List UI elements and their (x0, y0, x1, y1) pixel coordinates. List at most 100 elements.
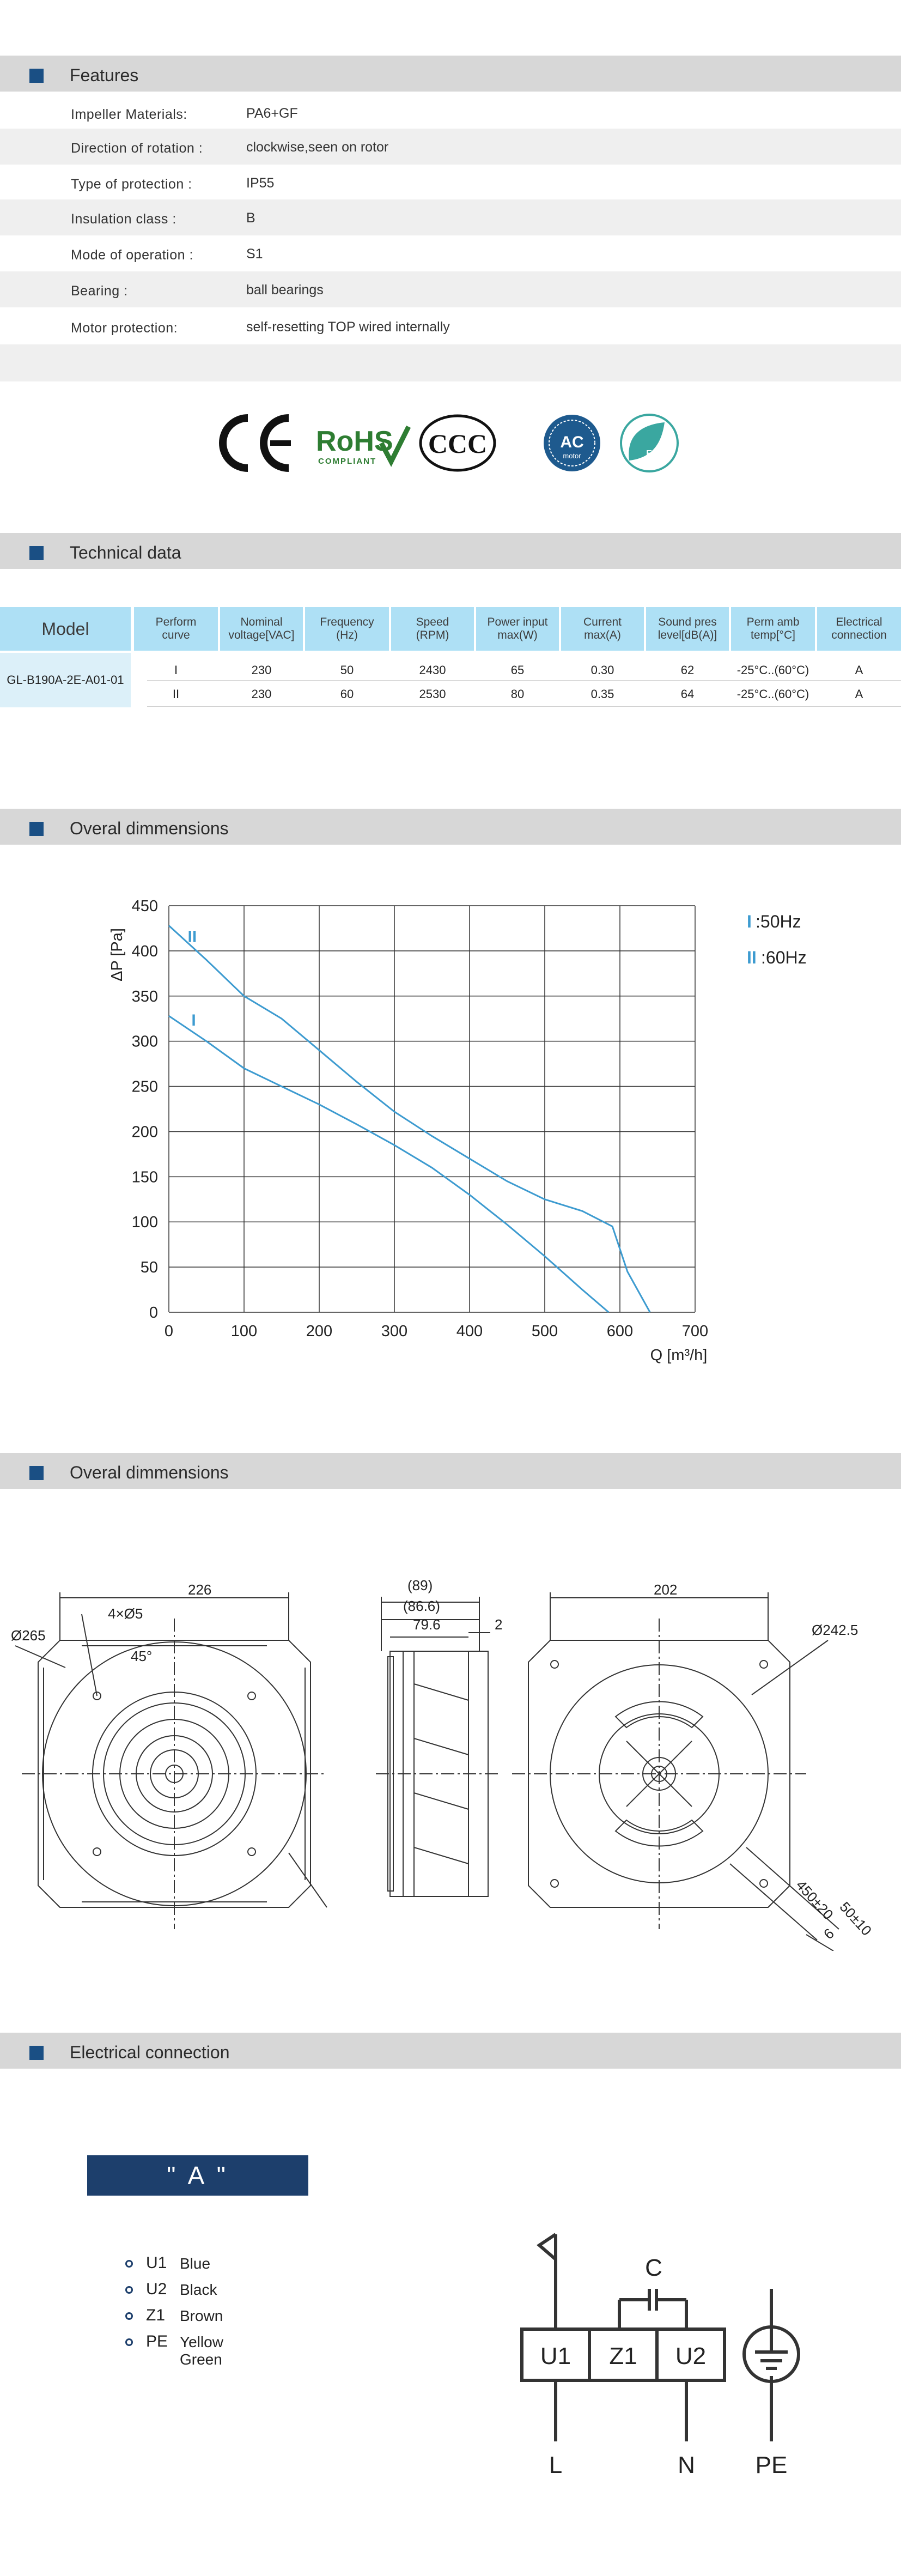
feature-label: Impeller Materials: (71, 107, 187, 122)
feature-row-empty (0, 344, 901, 381)
ccc-text: CCC (428, 428, 487, 459)
feature-label: Bearing : (71, 283, 128, 299)
capacitor-label: C (645, 2254, 662, 2281)
cell: II (172, 687, 180, 701)
connection-badge: " A " (87, 2155, 308, 2196)
wiring-diagram: C U1 Z1 U2 L N PE (520, 2233, 800, 2478)
feature-label: Insulation class : (71, 211, 176, 227)
electrical-title: Electrical connection (70, 2042, 230, 2062)
terminal-block (520, 2328, 726, 2382)
series-tag-2: II (188, 928, 197, 945)
cell: A (855, 687, 863, 701)
header-model: Model (0, 607, 131, 651)
x-tick-label: 300 (381, 1323, 407, 1340)
x-tick-label: 200 (306, 1323, 332, 1340)
dimensions-header: Overal dimmensions (0, 1453, 901, 1489)
x-axis-label: Q [m³/h] (650, 1347, 708, 1364)
front-view (15, 1592, 327, 1929)
section-marker-icon (29, 822, 44, 836)
row-divider (147, 680, 901, 681)
x-tick-label: 500 (532, 1323, 558, 1340)
y-tick-label: 50 (141, 1259, 158, 1276)
cell: 2530 (419, 687, 446, 701)
features-header: Features (0, 56, 901, 92)
dim-strip: 50±10 (837, 1899, 875, 1939)
row-divider (147, 706, 901, 707)
feature-row: Direction of rotation : clockwise,seen o… (0, 129, 901, 165)
x-tick-label: 600 (607, 1323, 633, 1340)
terminal-z1: Z1 (609, 2343, 637, 2369)
dim-diameter: Ø265 (11, 1627, 46, 1644)
y-tick-label: 150 (132, 1168, 158, 1186)
feature-row: Motor protection: self-resetting TOP wir… (0, 308, 901, 344)
wire-color: Brown (180, 2307, 223, 2324)
series-line-1 (168, 1015, 610, 1313)
cell: 0.30 (590, 663, 614, 677)
feature-value: clockwise,seen on rotor (246, 140, 389, 155)
terminal-u2: U2 (675, 2343, 706, 2369)
electrical-header: Electrical connection (0, 2033, 901, 2069)
ccc-icon: CCC (419, 414, 496, 472)
dim-angle: 45° (131, 1648, 152, 1664)
header-temp: Perm amb temp[°C] (731, 607, 815, 651)
certification-logos: RoHS COMPLIANT CCC AC motor ErP 2015 (219, 414, 679, 472)
cell: A (855, 663, 863, 677)
bullet-icon (125, 2260, 133, 2268)
series-line-2 (168, 925, 651, 1313)
cell: 0.35 (590, 687, 614, 701)
cell: 230 (251, 687, 272, 701)
feature-label: Direction of rotation : (71, 141, 203, 156)
series-tag-1: I (191, 1011, 196, 1029)
cell: 80 (510, 687, 525, 701)
performance-title: Overal dimmensions (70, 819, 229, 838)
feature-label: Type of protection : (71, 177, 192, 192)
performance-header: Overal dimmensions (0, 809, 901, 845)
y-tick-label: 100 (132, 1214, 158, 1231)
header-curve: Perform curve (134, 607, 218, 651)
dim-front-width: 226 (188, 1581, 211, 1598)
neutral-label: N (678, 2452, 695, 2478)
technical-title: Technical data (70, 543, 181, 562)
erp-icon: ErP 2015 (620, 414, 679, 472)
dimension-drawing: 226 4×Ø5 45° Ø265 (89) (86.6) 79.6 2 202… (11, 1577, 875, 1951)
x-tick-label: 100 (231, 1323, 257, 1340)
y-tick-label: 0 (149, 1304, 158, 1322)
cell: I (174, 663, 178, 677)
wire-code: U1 (146, 2254, 167, 2272)
pe-label: PE (756, 2452, 788, 2478)
dim-side-89: (89) (407, 1577, 433, 1593)
dim-rear-diameter: Ø242.5 (812, 1622, 858, 1638)
wire-code: U2 (146, 2280, 167, 2298)
dim-side-2: 2 (495, 1616, 502, 1633)
y-tick-label: 450 (132, 898, 158, 915)
rohs-text: RoHS (316, 426, 393, 457)
legend-symbol: II (747, 948, 757, 967)
dim-end: 6 (820, 1925, 837, 1942)
technical-table-header: Model Perform curve Nominal voltage[VAC]… (0, 607, 901, 651)
cell: 2430 (419, 663, 446, 677)
feature-value: self-resetting TOP wired internally (246, 319, 450, 335)
wire-color: Yellow Green (180, 2333, 223, 2368)
cell: 64 (680, 687, 695, 701)
cell: -25°C..(60°C) (736, 663, 809, 677)
technical-header: Technical data (0, 533, 901, 569)
rohs-sub-text: COMPLIANT (318, 457, 376, 466)
dim-cable: 450±20 (793, 1877, 837, 1923)
x-tick-label: 400 (456, 1323, 483, 1340)
header-power: Power input max(W) (476, 607, 559, 651)
wire-code: Z1 (146, 2306, 166, 2324)
section-marker-icon (29, 2046, 44, 2060)
y-axis-label: ΔP [Pa] (108, 928, 126, 981)
cell: 60 (340, 687, 354, 701)
rear-view (512, 1592, 839, 1951)
ac-motor-icon: AC motor (544, 415, 600, 471)
dimensions-title: Overal dimmensions (70, 1463, 229, 1482)
header-frequency: Frequency (Hz) (305, 607, 389, 651)
feature-label: Mode of operation : (71, 247, 193, 263)
ac-text: AC (560, 433, 583, 451)
section-marker-icon (29, 546, 44, 560)
x-tick-label: 0 (165, 1323, 173, 1340)
y-tick-label: 400 (132, 943, 158, 960)
bullet-icon (125, 2338, 133, 2346)
header-voltage: Nominal voltage[VAC] (220, 607, 303, 651)
